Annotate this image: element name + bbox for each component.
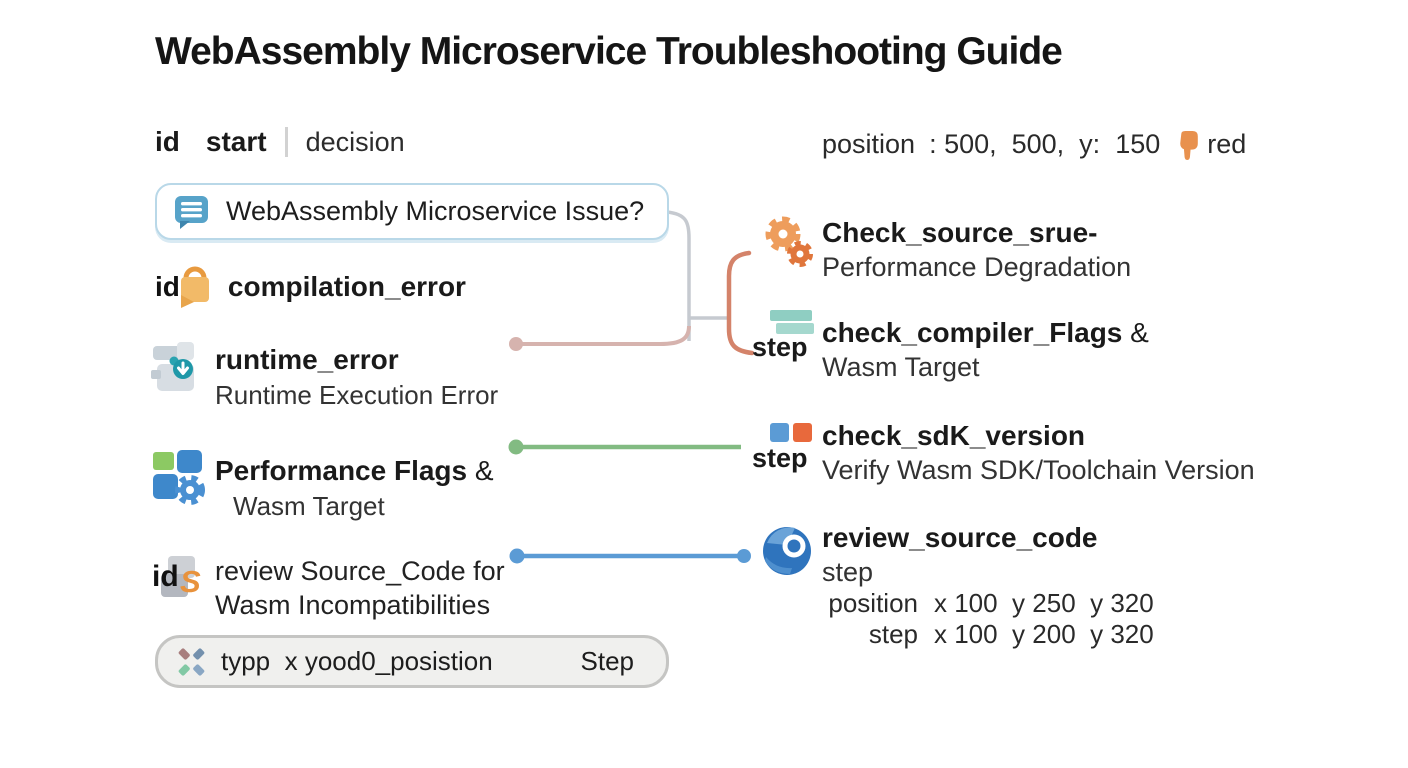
- connector-pink-dot: [509, 337, 523, 351]
- node-subtitle: Verify Wasm SDK/Toolchain Version: [822, 455, 1255, 485]
- step-badge: step: [752, 443, 808, 473]
- color-value: red: [1207, 129, 1247, 159]
- type-label: typp x yood0_posistion: [221, 646, 493, 676]
- node-title: Performance Flags: [215, 455, 468, 486]
- type-value: decision: [305, 126, 405, 157]
- connector-blue-dot-right: [737, 549, 751, 563]
- decision-label: WebAssembly Microservice Issue?: [226, 196, 645, 226]
- node-meta-right: position : 500, 500, y: 150 red: [822, 128, 1246, 161]
- node-title: check_compiler_Flags: [822, 317, 1123, 348]
- node-subtitle: Performance Degradation: [822, 252, 1132, 282]
- step-button[interactable]: Step: [580, 646, 635, 676]
- node-line2: Wasm Incompatibilities: [215, 590, 491, 620]
- pointing-hand-icon: [1180, 131, 1199, 160]
- connector-pill-vertical: [666, 210, 691, 341]
- blue-orange-squares-icon: [770, 423, 812, 442]
- node-compiler-flags[interactable]: check_compiler_Flags & Wasm Target: [822, 317, 1149, 383]
- icon-letter-s: S: [180, 564, 201, 599]
- ampersand: &: [474, 455, 494, 486]
- divider: [284, 127, 288, 157]
- sphere-wrench-icon: [763, 527, 811, 575]
- coord-label: step: [868, 619, 918, 649]
- node-subtitle: Wasm Target: [233, 491, 385, 521]
- node-title: Check_source_srue-: [822, 217, 1098, 248]
- node-title: runtime_error: [215, 344, 399, 375]
- runtime-layers-icon: [151, 342, 194, 391]
- id-value: start: [205, 126, 267, 157]
- package-icon: [180, 266, 209, 308]
- gears-icon: [765, 216, 813, 267]
- node-line1: review Source_Code for: [215, 556, 505, 586]
- node-performance-flags[interactable]: Performance Flags & Wasm Target: [215, 455, 494, 522]
- id-key: id: [155, 126, 180, 157]
- type-node[interactable]: typp x yood0_posistion Step: [155, 635, 669, 688]
- node-subtitle: step: [822, 557, 874, 587]
- step-badge: step: [752, 332, 808, 362]
- node-sdk-version[interactable]: check_sdK_version Verify Wasm SDK/Toolch…: [822, 420, 1255, 486]
- node-subtitle: Runtime Execution Error: [215, 380, 499, 410]
- page-title: WebAssembly Microservice Troubleshooting…: [155, 30, 1063, 73]
- coord-label: position: [828, 588, 918, 618]
- x-marker-icon: [178, 647, 205, 676]
- position-value: : 500, 500, y: 150: [929, 129, 1161, 159]
- connector-pink-line: [516, 325, 691, 346]
- node-subtitle: Wasm Target: [822, 352, 980, 382]
- node-review-source[interactable]: review Source_Code for Wasm Incompatibil…: [215, 556, 505, 621]
- decision-node[interactable]: WebAssembly Microservice Issue?: [155, 183, 669, 240]
- node-compilation-error[interactable]: id compilation_error: [155, 262, 466, 312]
- coord-row-position: position x 100 y 250 y 320: [822, 588, 1154, 619]
- connector-green-dot: [508, 439, 524, 455]
- teal-bars-icon: [770, 310, 814, 334]
- id-source-icon: id S: [150, 552, 214, 608]
- node-title: check_sdK_version: [822, 420, 1086, 451]
- id-prefix: id: [152, 560, 179, 593]
- node-check-source[interactable]: Check_source_srue- Performance Degradati…: [822, 217, 1131, 283]
- node-title: review_source_code: [822, 522, 1098, 553]
- node-meta-left: id start decision: [155, 126, 405, 158]
- connector-blue-dot-left: [509, 548, 525, 564]
- node-runtime-error[interactable]: runtime_error Runtime Execution Error: [215, 344, 498, 411]
- coords-block: position x 100 y 250 y 320 step x 100 y …: [822, 588, 1154, 650]
- id-prefix: id: [155, 271, 180, 302]
- ampersand: &: [1130, 317, 1149, 348]
- coord-values: x 100 y 200 y 320: [934, 619, 1154, 649]
- position-label: position: [822, 129, 916, 159]
- coord-row-step: step x 100 y 200 y 320: [822, 619, 1154, 650]
- connector-orange-bracket: [726, 250, 755, 356]
- node-title: compilation_error: [227, 271, 466, 302]
- chat-bubble-icon: [175, 195, 208, 229]
- performance-puzzle-gear-icon: [153, 450, 205, 505]
- node-review-source-code[interactable]: review_source_code step: [822, 522, 1098, 588]
- coord-values: x 100 y 250 y 320: [934, 588, 1154, 618]
